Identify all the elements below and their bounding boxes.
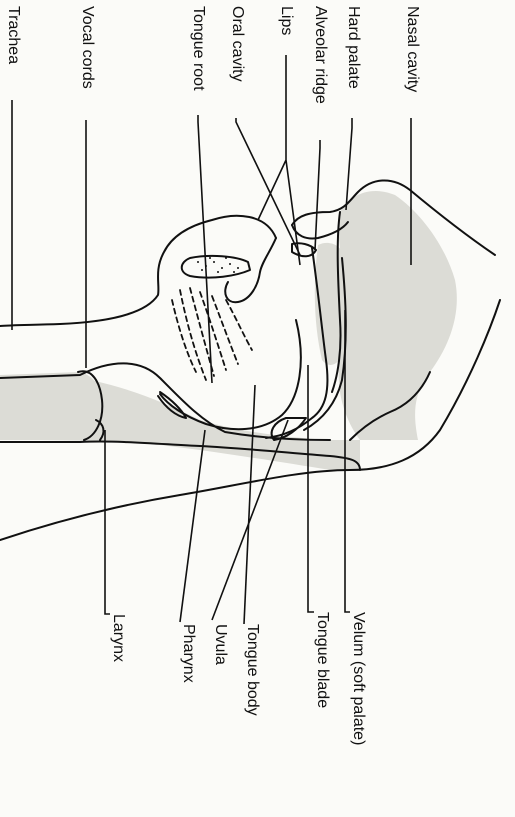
leader-tongue-body [244,385,255,624]
label-vocal-cords: Vocal cords [79,6,95,89]
leader-lips [258,55,300,265]
label-nasal-cavity: Nasal cavity [404,6,420,92]
label-larynx: Larynx [110,614,126,662]
label-tongue-root: Tongue root [190,6,206,91]
label-oral-cavity: Oral cavity [229,6,245,82]
leader-pharynx [180,430,205,622]
jaw-stipple [197,257,239,273]
leader-oral-cavity [236,118,300,255]
mouth-outline [0,216,276,326]
label-uvula: Uvula [212,624,228,665]
label-hard-palate: Hard palate [345,6,361,89]
leader-larynx [105,430,110,614]
leader-tongue-blade [308,365,314,612]
label-velum: Velum (soft palate) [350,612,366,745]
leader-alveolar-ridge [315,140,320,250]
trachea-shading [0,372,102,440]
nasal-cavity-shading [338,191,456,440]
label-lips: Lips [278,6,294,35]
lower-jaw-bone [182,256,250,278]
label-trachea: Trachea [5,6,21,64]
label-tongue-body: Tongue body [244,624,260,716]
label-tongue-blade: Tongue blade [314,612,330,708]
leader-hard-palate [346,118,352,210]
label-pharynx: Pharynx [180,624,196,683]
label-alveolar-ridge: Alveolar ridge [312,6,328,104]
